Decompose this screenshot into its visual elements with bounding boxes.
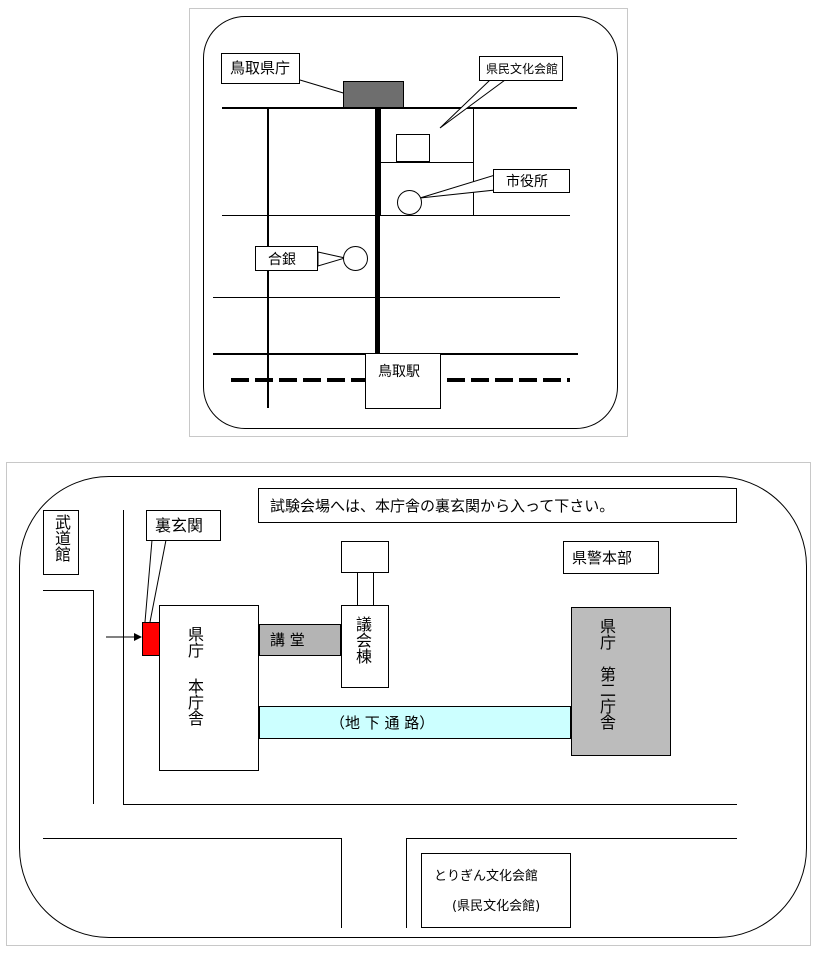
- top-road-v-mid: [380, 108, 381, 216]
- bank-label-box: 合銀: [255, 246, 318, 271]
- budokan-box: 武道館: [43, 510, 79, 575]
- bank-marker: [343, 246, 368, 271]
- city-hall-label-box: 市役所: [493, 169, 570, 193]
- bottom-road-h-main: [123, 804, 737, 805]
- top-road-h2: [380, 162, 473, 163]
- torigin-hall-box: とりぎん文化会館 (県民文化会館): [421, 853, 571, 928]
- callout-entrance-a: [144, 539, 153, 623]
- entrance-arrow-head: [134, 633, 142, 641]
- callout-prefectural-office: [299, 79, 351, 96]
- callout-bank: [317, 251, 347, 267]
- callout-entrance-b: [149, 539, 167, 623]
- city-hall-marker: [397, 190, 422, 215]
- bottom-road-v3: [341, 838, 342, 928]
- top-road-h1: [222, 107, 577, 109]
- second-building: 県庁 第二庁舎: [571, 607, 671, 756]
- notice-box: 試験会場へは、本庁舎の裏玄関から入って下さい。: [258, 488, 737, 523]
- second-building-label-2: 第二庁舎: [597, 666, 616, 730]
- assembly-connector-right: [373, 573, 374, 605]
- station-label: 鳥取駅: [378, 364, 420, 380]
- top-road-h4: [213, 297, 560, 298]
- budokan-label: 武道館: [52, 514, 71, 562]
- culture-hall-building: [396, 134, 430, 162]
- prefectural-office-label: 鳥取県庁: [230, 59, 291, 77]
- bottom-road-h-top-left: [43, 590, 94, 591]
- prefectural-office-label-box: 鳥取県庁: [221, 53, 300, 84]
- second-building-label-1: 県庁: [597, 618, 616, 650]
- police-hq-label: 県警本部: [572, 549, 633, 567]
- back-entrance-label: 裏玄関: [155, 516, 204, 535]
- culture-hall-label-box: 県民文化会館: [479, 56, 563, 81]
- underground-label: （地 下 通 路）: [330, 714, 435, 732]
- bottom-road-v2: [123, 510, 124, 804]
- auditorium: 講 堂: [259, 624, 341, 656]
- top-road-v-right: [473, 108, 474, 216]
- assembly-label: 議会棟: [353, 616, 372, 664]
- assembly-connector-left: [357, 573, 358, 605]
- top-road-v-main: [375, 108, 380, 378]
- bottom-map-boundary: [19, 476, 807, 938]
- auditorium-label: 講 堂: [270, 631, 305, 649]
- underground-passage: （地 下 通 路）: [259, 706, 571, 739]
- torigin-hall-label: とりぎん文化会館: [434, 869, 539, 884]
- notice-text: 試験会場へは、本庁舎の裏玄関から入って下さい。: [270, 497, 615, 515]
- bank-label: 合銀: [268, 252, 296, 268]
- top-road-h3: [222, 215, 570, 216]
- back-entrance-marker: [142, 622, 160, 656]
- top-map-boundary: [203, 16, 618, 429]
- back-entrance-label-box: 裏玄関: [146, 510, 221, 541]
- torigin-hall-sub-label: (県民文化会館): [452, 899, 541, 914]
- station-building: 鳥取駅: [365, 353, 441, 409]
- police-hq-label-box: 県警本部: [563, 541, 659, 574]
- bottom-road-h-lower-left: [43, 838, 342, 839]
- bottom-map-frame: [6, 462, 811, 946]
- bottom-road-v4: [406, 838, 407, 928]
- assembly-top-block: [341, 541, 389, 573]
- city-hall-label: 市役所: [506, 174, 548, 190]
- main-building-label-2: 本庁舎: [185, 678, 204, 726]
- main-building: 県庁 本庁舎: [159, 605, 259, 771]
- bottom-road-h-lower-right: [406, 838, 737, 839]
- bottom-road-v1: [93, 590, 94, 804]
- main-building-label-1: 県庁: [185, 626, 204, 658]
- culture-hall-label: 県民文化会館: [486, 62, 559, 76]
- assembly-building: 議会棟: [341, 605, 389, 688]
- prefectural-office-building: [343, 81, 404, 108]
